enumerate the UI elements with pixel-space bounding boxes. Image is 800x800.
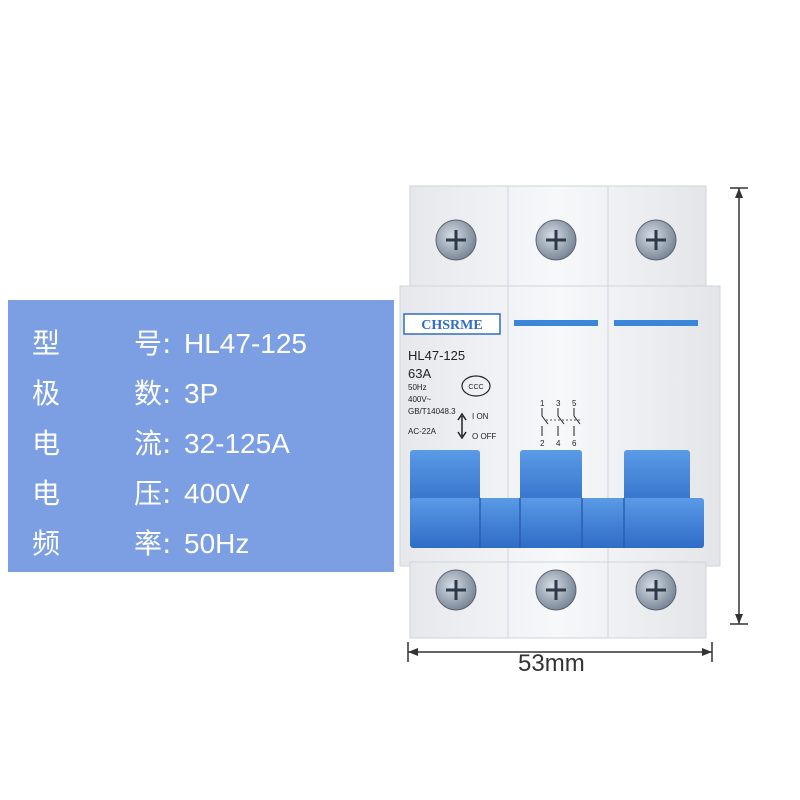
spec-row-frequency: 频 率 : 50Hz <box>8 520 394 568</box>
terminal-screw-icon <box>535 569 577 611</box>
height-dimension-line <box>730 187 748 625</box>
ccc-mark-text: CCC <box>468 384 483 391</box>
spec-panel: 型 号 : HL47-125 极 数 : 3P 电 流 : 32-125A 电 … <box>8 300 394 572</box>
frequency-label: 50Hz <box>408 383 427 392</box>
pole-stripe <box>614 320 698 326</box>
terminal-screw-icon <box>435 219 477 261</box>
voltage-label: 400V~ <box>408 395 432 404</box>
terminal-screw-icon <box>535 219 577 261</box>
category-label: AC-22A <box>408 427 437 436</box>
spec-value: HL47-125 <box>184 328 307 359</box>
ccc-mark-icon <box>461 375 491 397</box>
spec-sep: : <box>162 527 172 560</box>
pole-stripe <box>514 320 598 326</box>
spec-label: 压 <box>134 477 163 510</box>
terminal-screw-icon <box>635 219 677 261</box>
spec-sep: : <box>162 427 172 460</box>
svg-text:1: 1 <box>540 399 545 408</box>
spec-value: 3P <box>184 378 219 409</box>
terminal-screw-icon <box>635 569 677 611</box>
svg-text:2: 2 <box>540 439 545 448</box>
spec-value: 400V <box>184 478 250 509</box>
standard-label: GB/T14048.3 <box>408 407 456 416</box>
svg-text:4: 4 <box>556 439 561 448</box>
svg-text:3: 3 <box>556 399 561 408</box>
brand-label: CHSRME <box>421 318 482 333</box>
spec-value: 50Hz <box>184 528 250 559</box>
brand-badge <box>403 313 501 335</box>
wiring-diagram-icon: 1 3 5 2 4 6 <box>540 399 582 448</box>
spec-label: 号 <box>134 327 163 360</box>
svg-text:6: 6 <box>572 439 577 448</box>
svg-text:5: 5 <box>572 399 577 408</box>
spec-label: 电 <box>32 477 61 510</box>
spec-sep: : <box>162 327 172 360</box>
current-label: 63A <box>408 366 431 381</box>
spec-row-current: 电 流 : 32-125A <box>8 420 394 468</box>
spec-label: 流 <box>134 427 163 460</box>
spec-label: 数 <box>134 377 163 410</box>
spec-value: 32-125A <box>184 428 290 459</box>
terminal-screw-icon <box>435 569 477 611</box>
spec-row-voltage: 电 压 : 400V <box>8 470 394 518</box>
spec-row-poles: 极 数 : 3P <box>8 370 394 418</box>
handle-tie-bar <box>410 498 704 548</box>
spec-label: 极 <box>32 377 61 410</box>
on-label: I ON <box>472 412 489 421</box>
width-dimension-label: 53mm <box>518 650 585 677</box>
spec-label: 型 <box>32 327 61 360</box>
spec-label: 率 <box>134 527 163 560</box>
spec-sep: : <box>162 377 172 410</box>
off-label: O OFF <box>472 432 497 441</box>
circuit-breaker-image: CHSRME HL47-125 63A 50Hz 400V~ GB/T14048… <box>399 185 721 639</box>
spec-row-model: 型 号 : HL47-125 <box>8 320 394 368</box>
on-off-arrow-icon <box>457 412 467 440</box>
spec-sep: : <box>162 477 172 510</box>
model-label: HL47-125 <box>408 348 465 363</box>
spec-label: 频 <box>32 527 61 560</box>
width-dimension-line <box>407 642 713 662</box>
spec-label: 电 <box>32 427 61 460</box>
